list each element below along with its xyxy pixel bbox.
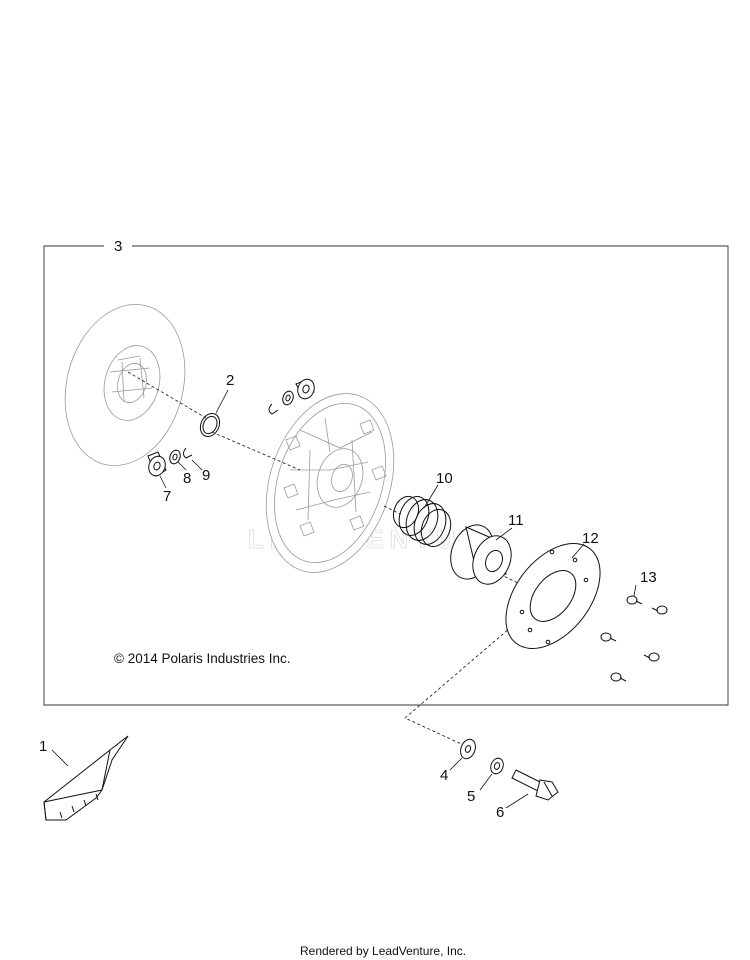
callout-3: 3 [114,238,122,255]
spring-10 [392,495,452,547]
roller-set-top [268,378,315,415]
center-axis-line [127,371,546,597]
screws-13 [600,595,668,682]
ring-2 [199,412,221,438]
roller-7 [147,451,167,477]
callout-4: 4 [440,767,448,784]
stationary-sheave [64,303,186,467]
spring-cup-11 [450,524,512,585]
callout-1: 1 [39,738,47,755]
copyright-notice: © 2014 Polaris Industries Inc. [114,651,291,666]
washer-4 [460,738,476,760]
bolt-6 [511,769,559,801]
callout-6: 6 [496,804,504,821]
callout-13: 13 [640,569,657,586]
footer-credit: Rendered by LeadVenture, Inc. [300,944,466,958]
callout-8: 8 [183,470,191,487]
callout-9: 9 [202,467,210,484]
fastener-axis-line [404,597,546,749]
leader-lines [51,389,637,809]
moveable-sheave [265,393,395,573]
clip-9 [183,447,193,459]
callout-12: 12 [582,530,599,547]
cover-plate-12 [505,543,601,649]
callout-5: 5 [467,788,475,805]
washer-5 [490,757,504,775]
callout-7: 7 [163,488,171,505]
callout-11: 11 [508,512,524,529]
drive-belt [43,735,129,821]
callout-10: 10 [436,470,453,487]
assembly-box [43,245,729,706]
callout-2: 2 [226,372,234,389]
washer-8 [169,449,181,465]
